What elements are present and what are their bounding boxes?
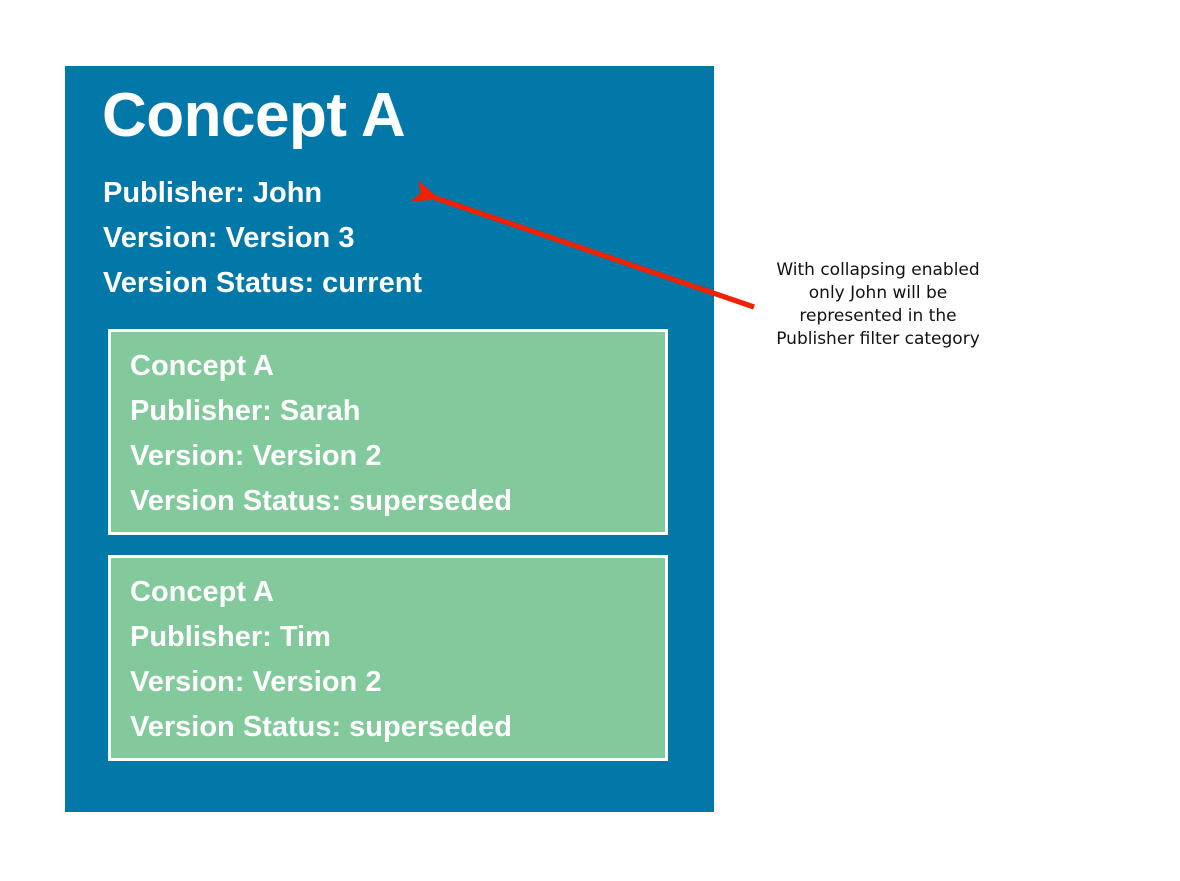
version-card-status: Version Status: superseded (130, 711, 512, 743)
metadata-version-status: Version Status: current (103, 267, 423, 299)
metadata-version: Version: Version 3 (103, 222, 355, 254)
concept-metadata: Publisher: John Version: Version 3 Versi… (103, 171, 663, 306)
annotation-line: Publisher filter category (776, 329, 980, 349)
version-card-status: Version Status: superseded (130, 485, 512, 517)
concept-panel: Concept A Publisher: John Version: Versi… (65, 66, 714, 812)
version-card-publisher: Publisher: Sarah (130, 395, 361, 427)
metadata-publisher: Publisher: John (103, 177, 323, 209)
page-title: Concept A (102, 81, 406, 150)
version-card-body: Concept A Publisher: Sarah Version: Vers… (130, 344, 650, 524)
annotation-line: only John will be (808, 283, 948, 303)
version-card-title: Concept A (130, 576, 274, 608)
version-card-title: Concept A (130, 350, 274, 382)
version-card-publisher: Publisher: Tim (130, 621, 331, 653)
version-card-body: Concept A Publisher: Tim Version: Versio… (130, 570, 650, 750)
version-card-version: Version: Version 2 (130, 440, 382, 472)
annotation-callout: With collapsing enabled only John will b… (752, 259, 1004, 351)
annotation-line: With collapsing enabled (776, 260, 980, 280)
version-card-version: Version: Version 2 (130, 666, 382, 698)
version-card[interactable]: Concept A Publisher: Tim Version: Versio… (108, 555, 668, 761)
version-card[interactable]: Concept A Publisher: Sarah Version: Vers… (108, 329, 668, 535)
annotation-line: represented in the (799, 306, 957, 326)
